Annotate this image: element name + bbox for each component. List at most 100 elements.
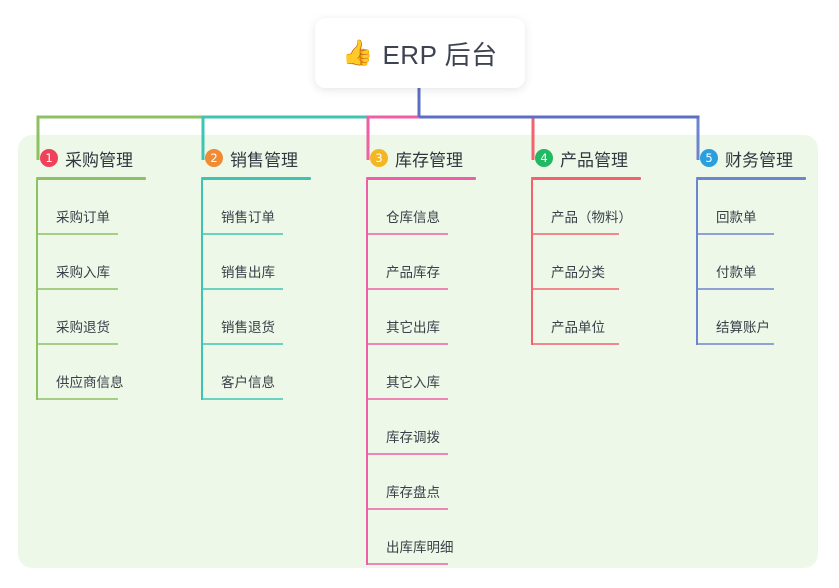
leaf-node-rule	[36, 233, 118, 235]
branch-spine	[696, 180, 698, 345]
branch-spine	[366, 180, 368, 565]
leaf-node[interactable]: 产品分类	[531, 235, 641, 290]
leaf-node-rule	[201, 233, 283, 235]
leaf-node[interactable]: 产品库存	[366, 235, 476, 290]
leaf-node[interactable]: 销售退货	[201, 290, 311, 345]
leaf-node-rule	[366, 288, 448, 290]
leaf-node-label: 结算账户	[716, 320, 770, 335]
leaf-node[interactable]: 其它出库	[366, 290, 476, 345]
leaf-node-rule	[201, 343, 283, 345]
leaf-node-label: 其它出库	[386, 320, 440, 335]
branch-number-badge: 1	[40, 149, 58, 167]
branch-children: 仓库信息产品库存其它出库其它入库库存调拨库存盘点出库库明细	[366, 180, 476, 565]
leaf-node-label: 产品单位	[551, 320, 605, 335]
leaf-node-label: 采购入库	[56, 265, 110, 280]
leaf-node-label: 产品分类	[551, 265, 605, 280]
branch-number-badge: 5	[700, 149, 718, 167]
leaf-node-rule	[366, 563, 448, 565]
leaf-node-label: 销售订单	[221, 210, 275, 225]
leaf-node-rule	[366, 508, 448, 510]
branch-spine	[36, 180, 38, 400]
leaf-node[interactable]: 供应商信息	[36, 345, 146, 400]
leaf-node[interactable]: 出库库明细	[366, 510, 476, 565]
leaf-node[interactable]: 采购入库	[36, 235, 146, 290]
root-node[interactable]: 👍 ERP 后台	[315, 18, 525, 88]
leaf-node[interactable]: 产品单位	[531, 290, 641, 345]
leaf-node[interactable]: 仓库信息	[366, 180, 476, 235]
branch-number-badge: 4	[535, 149, 553, 167]
leaf-node-label: 付款单	[716, 265, 757, 280]
leaf-node[interactable]: 产品（物料）	[531, 180, 641, 235]
leaf-node-rule	[531, 288, 619, 290]
leaf-node-label: 客户信息	[221, 375, 275, 390]
leaf-node[interactable]: 库存调拨	[366, 400, 476, 455]
branch-children: 销售订单销售出库销售退货客户信息	[201, 180, 311, 400]
leaf-node[interactable]: 付款单	[696, 235, 806, 290]
leaf-node-rule	[531, 343, 619, 345]
leaf-node-rule	[366, 398, 448, 400]
branch-column-4: 4 产品管理产品（物料） 产品分类产品单位	[531, 146, 641, 345]
leaf-node-rule	[366, 233, 448, 235]
leaf-node-rule	[201, 398, 283, 400]
leaf-node-label: 库存调拨	[386, 430, 440, 445]
branch-column-3: 3 库存管理仓库信息产品库存其它出库其它入库库存调拨库存盘点出库库明细	[366, 146, 476, 565]
leaf-node[interactable]: 采购退货	[36, 290, 146, 345]
branch-number-badge: 2	[205, 149, 223, 167]
leaf-node-label: 采购退货	[56, 320, 110, 335]
leaf-node-label: 仓库信息	[386, 210, 440, 225]
leaf-node-label: 其它入库	[386, 375, 440, 390]
branch-header-rule	[201, 177, 311, 180]
leaf-node-label: 采购订单	[56, 210, 110, 225]
leaf-node-rule	[531, 233, 619, 235]
branch-header-1[interactable]: 1 采购管理	[36, 146, 146, 170]
leaf-node[interactable]: 回款单	[696, 180, 806, 235]
branch-header-3[interactable]: 3 库存管理	[366, 146, 476, 170]
branch-title: 产品管理	[560, 150, 628, 170]
branches-panel	[18, 135, 818, 568]
leaf-node-label: 产品（物料）	[551, 210, 632, 225]
leaf-node[interactable]: 客户信息	[201, 345, 311, 400]
branch-column-1: 1 采购管理采购订单采购入库采购退货供应商信息	[36, 146, 146, 400]
leaf-node-rule	[36, 288, 118, 290]
branch-column-5: 5 财务管理回款单付款单结算账户	[696, 146, 806, 345]
branch-header-4[interactable]: 4 产品管理	[531, 146, 641, 170]
leaf-node[interactable]: 结算账户	[696, 290, 806, 345]
leaf-node[interactable]: 其它入库	[366, 345, 476, 400]
leaf-node[interactable]: 销售出库	[201, 235, 311, 290]
branch-children: 采购订单采购入库采购退货供应商信息	[36, 180, 146, 400]
branch-title: 库存管理	[395, 150, 463, 170]
leaf-node-rule	[366, 453, 448, 455]
leaf-node-rule	[696, 343, 774, 345]
branch-spine	[201, 180, 203, 400]
leaf-node-rule	[36, 343, 118, 345]
leaf-node-label: 销售退货	[221, 320, 275, 335]
branch-header-rule	[366, 177, 476, 180]
branch-header-rule	[36, 177, 146, 180]
branch-title: 采购管理	[65, 150, 133, 170]
branch-header-rule	[696, 177, 806, 180]
leaf-node-rule	[696, 288, 774, 290]
leaf-node-label: 回款单	[716, 210, 757, 225]
root-node-label: ERP 后台	[382, 39, 498, 70]
branch-number-badge: 3	[370, 149, 388, 167]
branch-children: 回款单付款单结算账户	[696, 180, 806, 345]
branch-children: 产品（物料） 产品分类产品单位	[531, 180, 641, 345]
leaf-node-rule	[201, 288, 283, 290]
leaf-node-label: 销售出库	[221, 265, 275, 280]
leaf-node-rule	[36, 398, 118, 400]
leaf-node-rule	[366, 343, 448, 345]
branch-title: 财务管理	[725, 150, 793, 170]
leaf-node[interactable]: 库存盘点	[366, 455, 476, 510]
leaf-node-label: 供应商信息	[56, 375, 124, 390]
leaf-node[interactable]: 采购订单	[36, 180, 146, 235]
thumbs-up-icon: 👍	[342, 38, 374, 67]
branch-spine	[531, 180, 533, 345]
branch-header-rule	[531, 177, 641, 180]
leaf-node-label: 产品库存	[386, 265, 440, 280]
branch-header-5[interactable]: 5 财务管理	[696, 146, 806, 170]
leaf-node[interactable]: 销售订单	[201, 180, 311, 235]
leaf-node-label: 出库库明细	[386, 540, 454, 555]
